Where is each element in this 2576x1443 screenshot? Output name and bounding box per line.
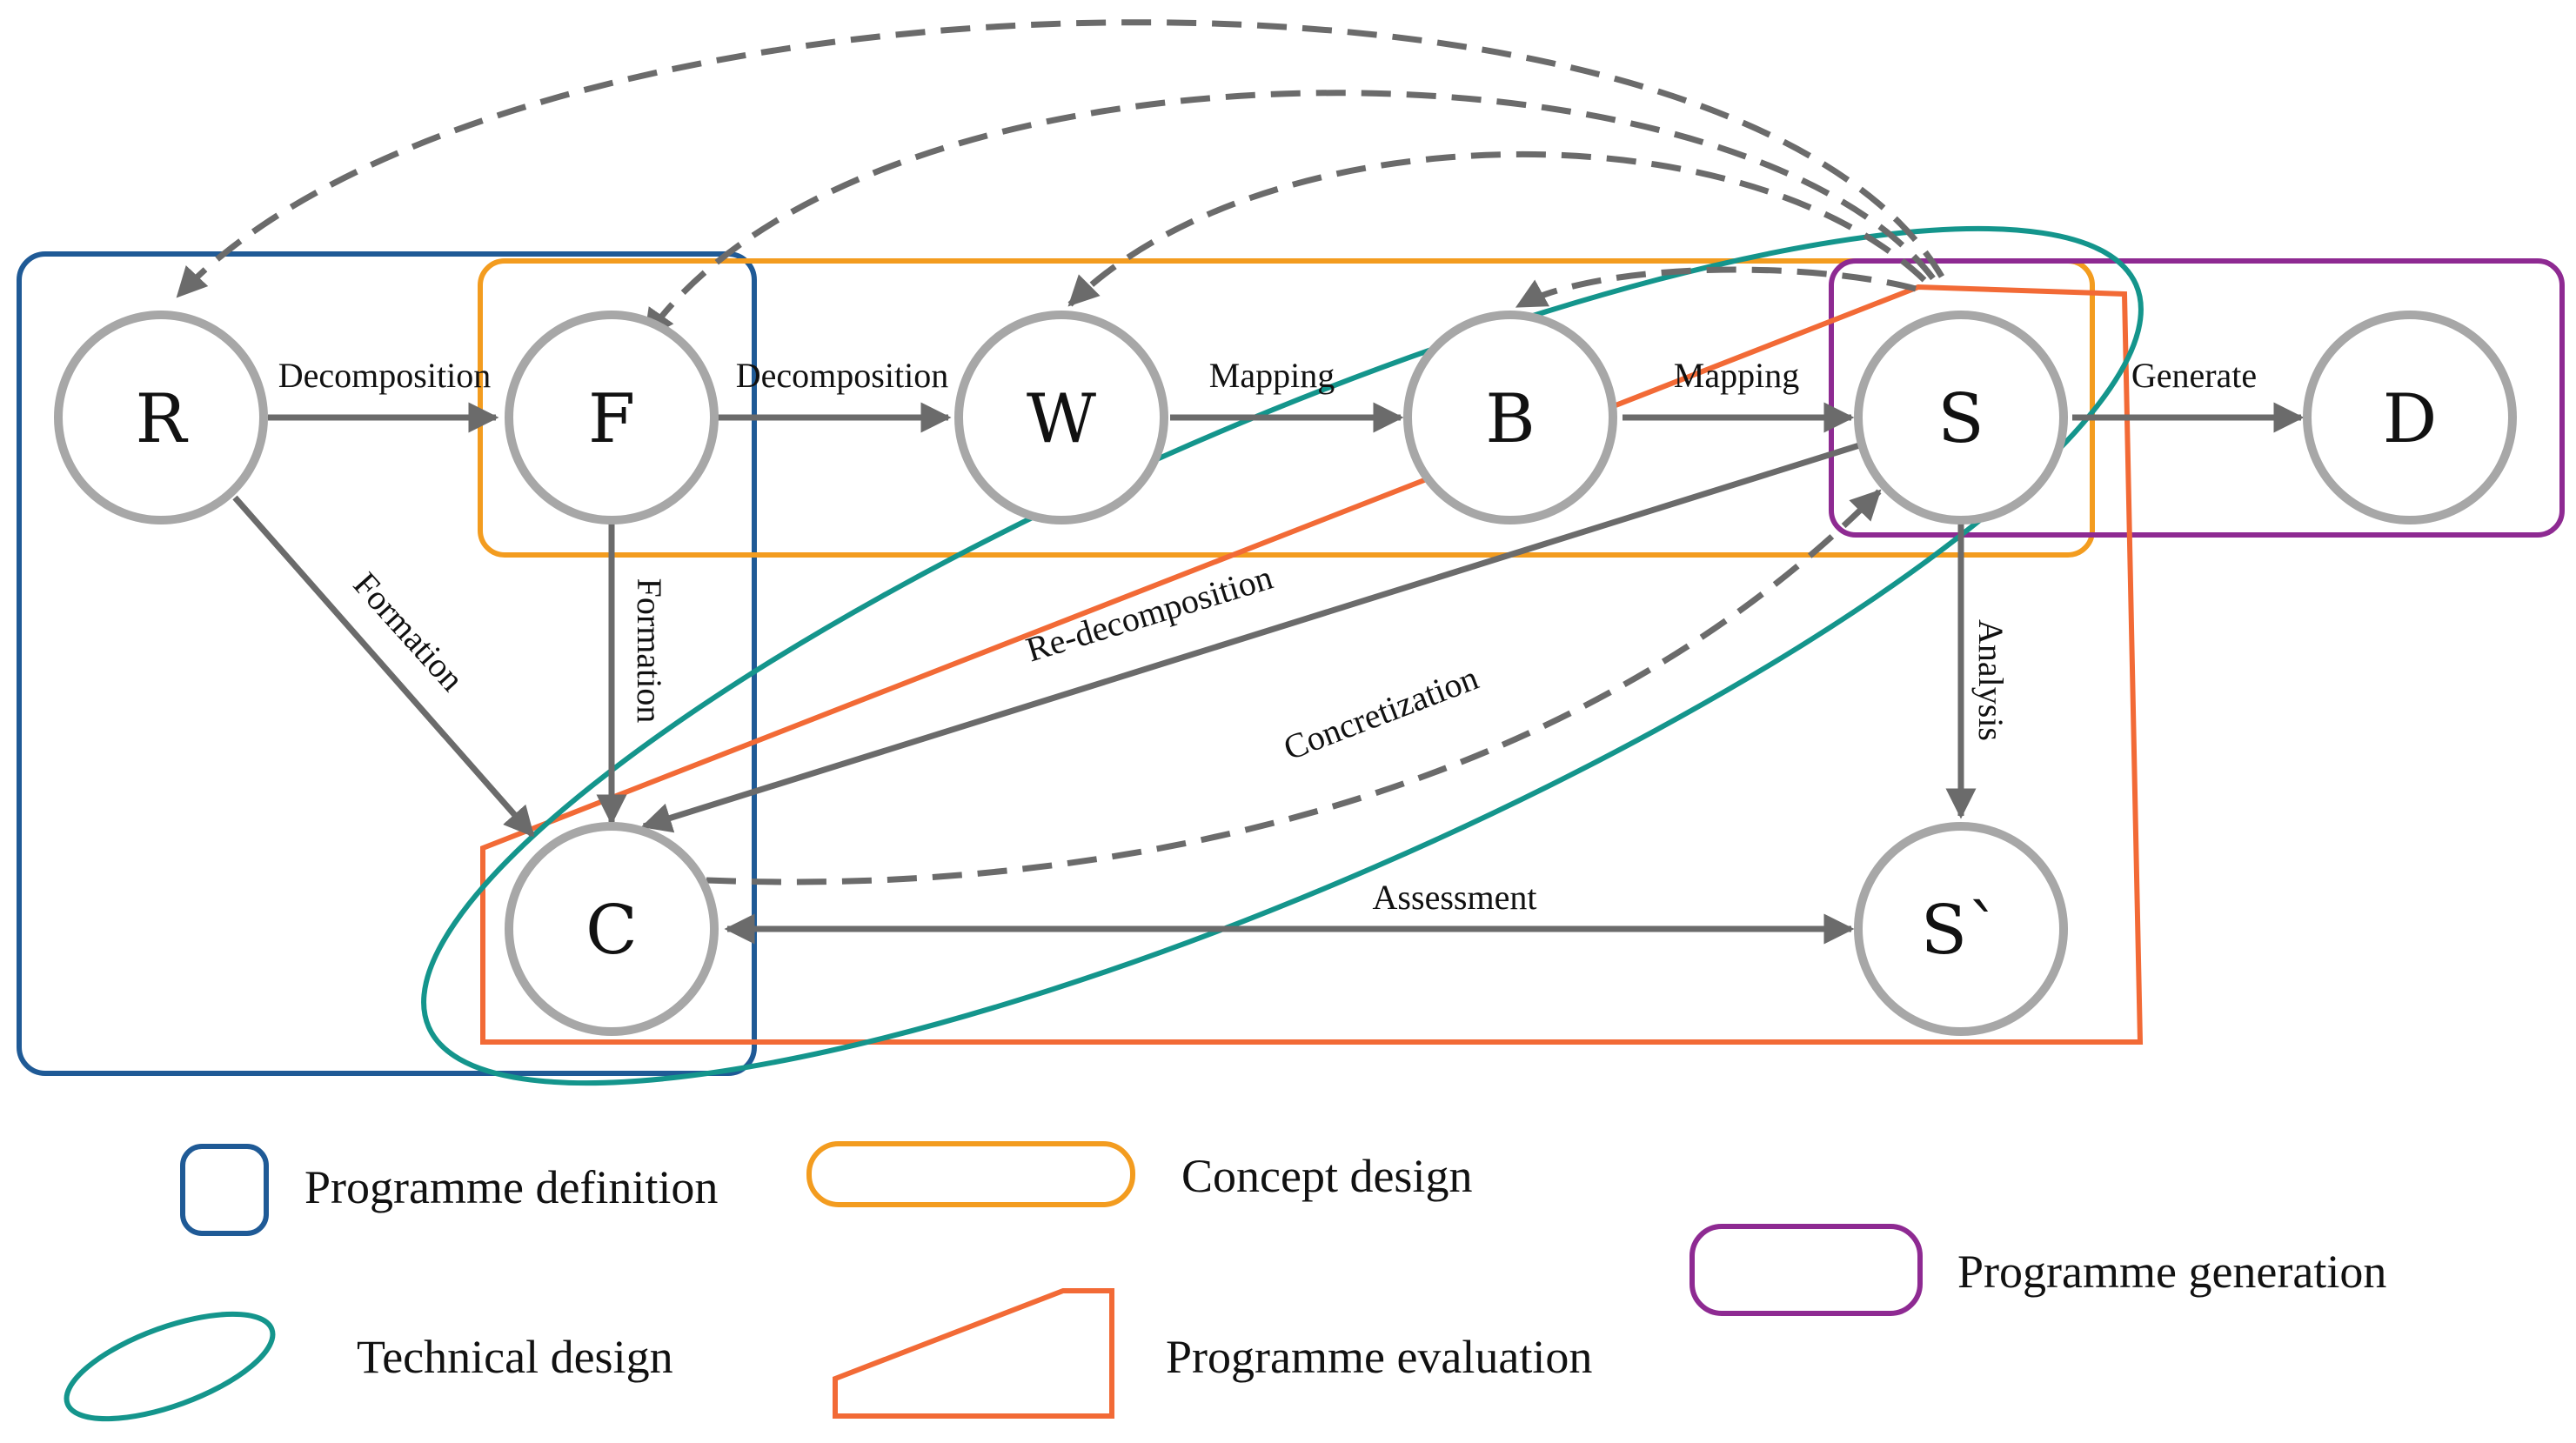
node-w: W (954, 311, 1168, 524)
node-b: B (1403, 311, 1617, 524)
legend-swatch-technical-design (64, 1311, 276, 1422)
label-b-to-s: Mapping (1674, 356, 1799, 395)
node-s-label: S (1937, 380, 1984, 458)
legend: Programme definition Concept design Prog… (64, 1141, 2386, 1422)
feedback-arc-s-to-r (176, 19, 1945, 298)
programme-evaluation-region (480, 284, 2144, 1045)
legend-swatch-concept-design (806, 1141, 1135, 1207)
label-concretization: Concretization (1278, 658, 1483, 767)
node-s-prime: S` (1854, 822, 2068, 1036)
legend-label-programme-definition: Programme definition (304, 1161, 718, 1213)
legend-label-programme-evaluation: Programme evaluation (1166, 1331, 1592, 1383)
legend-label-concept-design: Concept design (1181, 1150, 1472, 1202)
node-f-label: F (588, 380, 635, 458)
label-analysis: Analysis (1971, 619, 2011, 741)
node-s: S (1854, 311, 2068, 524)
concretization-arc-c-to-s (706, 489, 1882, 885)
programme-generation-region (1829, 258, 2565, 538)
node-r: R (54, 311, 268, 524)
label-r-to-f: Decomposition (278, 356, 491, 395)
label-f-to-w: Decomposition (736, 356, 948, 395)
node-s-prime-label: S` (1921, 892, 2001, 970)
node-b-label: B (1485, 380, 1535, 458)
programme-definition-region (17, 251, 757, 1076)
label-formation-r-c: Formation (346, 565, 472, 698)
node-f: F (505, 311, 719, 524)
feedback-arc-s-to-f (643, 90, 1936, 340)
label-s-to-d: Generate (2131, 356, 2257, 395)
feedback-arc-s-to-w (1067, 150, 1927, 307)
node-c: C (505, 822, 719, 1036)
legend-swatch-programme-generation (1689, 1224, 1923, 1316)
legend-label-programme-generation: Programme generation (1957, 1246, 2386, 1298)
arrow-r-to-c (232, 495, 535, 838)
technical-design-region (421, 225, 2144, 1086)
node-d: D (2303, 311, 2517, 524)
label-assessment: Assessment (1373, 878, 1537, 917)
label-redecomposition: Re-decomposition (1021, 558, 1277, 670)
label-formation-f-c: Formation (630, 578, 669, 724)
feedback-arc-s-to-b (1515, 266, 1917, 310)
legend-label-technical-design: Technical design (357, 1331, 673, 1383)
node-w-label: W (1027, 380, 1096, 458)
label-w-to-b: Mapping (1209, 356, 1335, 395)
arrow-s-to-c (640, 438, 1872, 833)
concept-design-region (478, 258, 2095, 558)
node-c-label: C (585, 892, 638, 970)
node-r-label: R (136, 380, 189, 458)
legend-swatch-programme-definition (180, 1144, 269, 1236)
node-d-label: D (2383, 380, 2438, 458)
legend-swatch-programme-evaluation (833, 1288, 1114, 1419)
